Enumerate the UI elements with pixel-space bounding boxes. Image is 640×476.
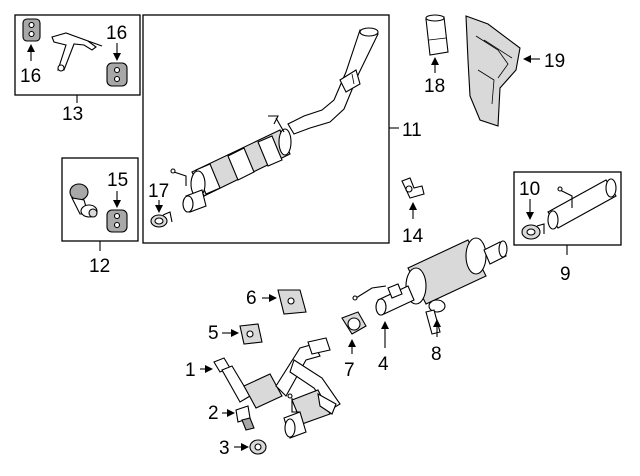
clamp-17 [150, 211, 173, 228]
callout-10: 10 [519, 179, 540, 200]
muffler-body [190, 115, 292, 198]
callout-16a: 16 [20, 66, 41, 87]
exhaust-hanger [69, 183, 98, 218]
gasket-6 [277, 289, 307, 315]
callout-9: 9 [560, 264, 571, 285]
gasket-5 [239, 323, 263, 345]
callout-12: 12 [89, 256, 110, 277]
callout-16b: 16 [106, 23, 127, 44]
heat-shield-19 [465, 15, 521, 127]
hanger-bracket [51, 32, 103, 72]
callout-5: 5 [208, 323, 219, 344]
box-11-muffler-assembly: 17 [142, 14, 390, 244]
tailpipe-tip-18 [425, 14, 449, 56]
clamp-10 [521, 223, 545, 240]
box-12-isolator-kit: 15 [61, 157, 139, 242]
callout-6: 6 [246, 288, 257, 309]
callout-19: 19 [544, 51, 565, 72]
callout-3: 3 [219, 438, 230, 459]
callout-17: 17 [148, 181, 169, 202]
clamp-7 [341, 311, 367, 335]
nut-3 [249, 439, 267, 455]
callout-4: 4 [378, 354, 389, 375]
callout-2: 2 [208, 403, 219, 424]
tailpipe [287, 27, 379, 135]
callout-1: 1 [185, 360, 196, 381]
isolator-16-left [22, 18, 41, 42]
front-pipe-catalytic-converter-1 [213, 337, 341, 439]
callout-8: 8 [431, 344, 442, 365]
isolator-15 [106, 209, 128, 233]
bolt-8 [425, 299, 446, 335]
oxygen-sensor-2 [235, 405, 255, 431]
box-9-extension-pipe-kit: 10 [513, 171, 622, 246]
callout-7: 7 [344, 360, 355, 381]
callout-14: 14 [402, 226, 424, 247]
intermediate-muffler-4 [352, 237, 508, 316]
extension-pipe [547, 178, 617, 230]
isolator-16-right [106, 62, 128, 87]
callout-11: 11 [402, 120, 422, 141]
callout-13: 13 [62, 104, 83, 125]
box-13-hanger-kit: 16 16 [14, 14, 141, 96]
callout-15: 15 [107, 170, 128, 191]
bracket-14 [401, 177, 425, 199]
muffler-inlet-pipe [170, 168, 207, 213]
callout-18: 18 [424, 76, 445, 97]
